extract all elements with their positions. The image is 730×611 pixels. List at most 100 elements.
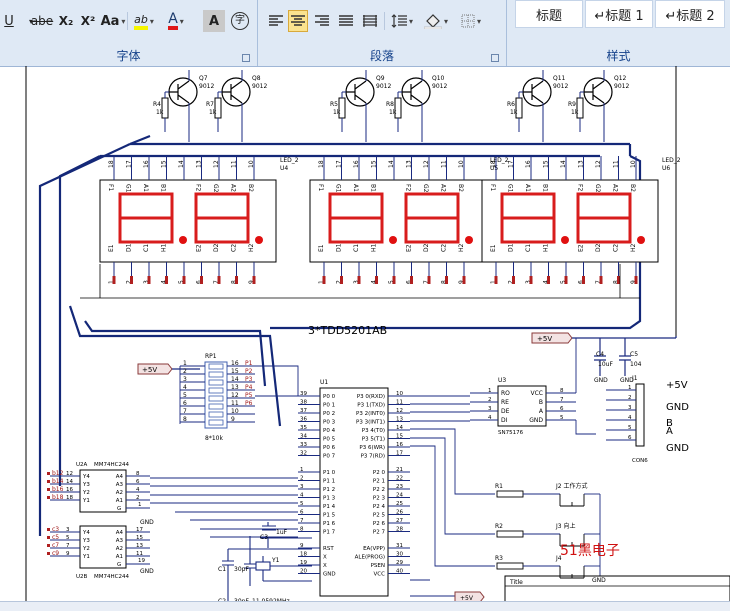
- mcu-pin-name: P3 7(RD): [361, 454, 385, 460]
- enclose-characters-button[interactable]: 字: [229, 10, 251, 32]
- display-segment-label: A1: [524, 184, 531, 192]
- display-segment-label: C1: [353, 244, 360, 252]
- y1-ref: Y1: [271, 557, 280, 564]
- display-segment-label: B2: [457, 184, 464, 192]
- u2a-output-number: 16: [66, 487, 73, 493]
- rp1-pin: 16: [231, 360, 239, 367]
- display-pin-number: 1: [108, 280, 115, 284]
- display-ref: U6: [662, 165, 670, 172]
- display-segment-label: G1: [507, 184, 514, 193]
- display-pin-number: 17: [508, 160, 515, 168]
- mcu-pin-number: 33: [300, 442, 307, 448]
- display-segment-label: G2: [212, 184, 219, 193]
- u2a-part: MM74HC244: [94, 462, 129, 468]
- switch-resistor-ref: R2: [495, 523, 503, 530]
- mcu-pin-number: 31: [396, 543, 403, 549]
- u3-pin-number: 6: [560, 406, 564, 412]
- pin-net-marker: [217, 276, 221, 284]
- c3-ref: C3: [260, 534, 268, 541]
- rp1-pin: 5: [183, 392, 187, 399]
- mcu-pin-number: 39: [300, 391, 307, 397]
- align-left-button[interactable]: [266, 10, 286, 32]
- mcu-pin-number: 23: [396, 484, 403, 490]
- dialog-launcher-icon[interactable]: [242, 54, 250, 62]
- mcu-pin-name: P0 7: [323, 454, 336, 460]
- rp1-pin: 10: [231, 408, 239, 415]
- style-heading2[interactable]: ↵标题 2: [655, 0, 725, 28]
- u2a-input-name: A1: [116, 498, 123, 504]
- chevron-down-icon: ▾: [476, 16, 481, 26]
- mcu-pin-number: 35: [300, 425, 307, 431]
- rp1-pin: 8: [183, 416, 187, 423]
- display-pin-number: 15: [371, 160, 378, 168]
- gnd-label: GND: [592, 577, 606, 584]
- u2a-input-number: 6: [136, 479, 140, 485]
- u2b-output-number: 9: [66, 551, 70, 557]
- pin-net-marker: [357, 276, 361, 284]
- align-center-button[interactable]: [288, 10, 308, 32]
- mcu-pin-number: 16: [396, 442, 403, 448]
- mcu-pin-name: P1 7: [323, 530, 336, 536]
- display-segment-label: E1: [108, 244, 115, 252]
- superscript-button[interactable]: X²: [80, 14, 96, 28]
- align-right-button[interactable]: [312, 10, 332, 32]
- rp1-element: [208, 403, 224, 410]
- bulk-capacitors: [594, 338, 631, 376]
- mcu-body: [319, 387, 389, 597]
- display-segment-label: A2: [612, 184, 619, 192]
- separator: [384, 12, 385, 30]
- underline-dropdown-icon[interactable]: ▾: [28, 16, 33, 26]
- pin-net-marker: [494, 276, 498, 284]
- strikethrough-button[interactable]: abe: [30, 14, 54, 28]
- u2a-oe-number: 1: [138, 502, 142, 508]
- underline-button[interactable]: U: [4, 13, 14, 29]
- rp1-element: [208, 387, 224, 394]
- display-segment-label: E1: [490, 244, 497, 252]
- mcu-pin-name: PSEN: [371, 563, 385, 569]
- mcu-pin-number: 18: [300, 552, 307, 558]
- rp1-pin: 12: [231, 392, 239, 399]
- dialog-launcher-icon[interactable]: [491, 54, 499, 62]
- style-heading1[interactable]: ↵标题 1: [585, 0, 653, 28]
- distributed-button[interactable]: [360, 10, 380, 32]
- u2a-body: [79, 469, 127, 513]
- schematic-diagram: Q79012R41kQ89012R71kQ99012R51kQ109012R81…: [25, 66, 730, 611]
- subscript-button[interactable]: X₂: [58, 14, 74, 28]
- resistor-value: 1k: [571, 109, 579, 116]
- font-color-button[interactable]: A▾: [163, 10, 189, 32]
- pin-net-marker: [200, 276, 203, 284]
- mcu-pin-name: P2 7: [373, 530, 386, 536]
- mcu-pin-name: X: [323, 555, 327, 561]
- shading-button[interactable]: ▾: [421, 10, 451, 32]
- power-tag-label: +5V: [142, 366, 157, 374]
- u2a-ref: U2A: [76, 462, 88, 468]
- status-strip: [0, 601, 730, 611]
- change-case-button[interactable]: Aa▾: [100, 10, 126, 32]
- net-marker: [47, 496, 50, 499]
- u2a-oe-name: G: [117, 506, 121, 512]
- borders-button[interactable]: ▾: [456, 10, 486, 32]
- display-pin-number: 6: [578, 280, 585, 284]
- display-pin-number: 7: [213, 280, 220, 284]
- switch-resistor-ref: R3: [495, 555, 503, 562]
- highlight-button[interactable]: ab▾: [130, 10, 158, 32]
- pin-net-marker: [235, 276, 238, 284]
- u2a-output-name: Y3: [82, 482, 90, 488]
- display-pin-number: 4: [371, 280, 378, 284]
- justify-button[interactable]: [336, 10, 356, 32]
- mcu-pin-number: 5: [300, 501, 304, 507]
- style-title[interactable]: 标题: [515, 0, 583, 28]
- display-pin-number: 18: [318, 160, 325, 168]
- u3-ref: U3: [498, 377, 506, 384]
- display-pin-number: 1: [490, 280, 497, 284]
- display-segment-label: G2: [594, 184, 601, 193]
- transistor-part: 9012: [252, 83, 267, 90]
- display-pin-number: 12: [595, 160, 602, 168]
- font-group-title: 字体: [116, 49, 141, 63]
- character-shading-button[interactable]: A: [203, 10, 225, 32]
- rp1-net: P6: [245, 400, 253, 407]
- display-segment-label: G2: [422, 184, 429, 193]
- display-pin-number: 12: [423, 160, 430, 168]
- line-spacing-button[interactable]: ▾: [388, 10, 416, 32]
- display-pin-number: 14: [560, 160, 567, 168]
